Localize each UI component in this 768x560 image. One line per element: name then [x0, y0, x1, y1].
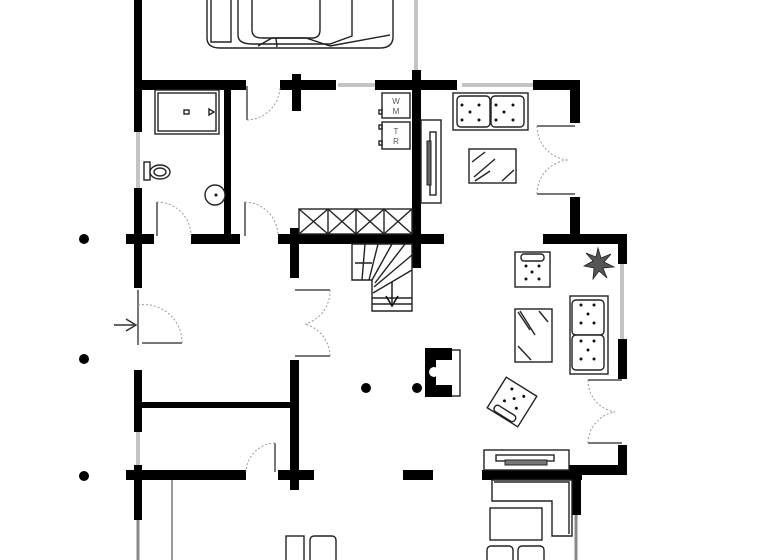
doors[interactable]	[137, 86, 622, 473]
coffee-table-side	[514, 308, 553, 363]
chair	[309, 535, 337, 560]
svg-text:W: W	[392, 97, 400, 106]
table	[489, 507, 543, 541]
columns	[79, 234, 422, 481]
built-in-cabinets	[298, 208, 413, 235]
armchair-rotated	[486, 376, 538, 428]
sofa-top	[452, 92, 529, 131]
toilet	[143, 161, 171, 181]
washing-machine-icon: W M	[378, 92, 411, 119]
coffee-table-glass	[468, 148, 517, 184]
chair	[285, 535, 305, 560]
svg-text:M: M	[393, 107, 400, 116]
living-room	[425, 92, 616, 428]
staircase	[351, 243, 413, 312]
plant-icon	[582, 246, 616, 281]
utility-room: W M T R	[298, 92, 413, 235]
dining-kitchen	[285, 449, 573, 560]
sofa-right	[569, 295, 609, 375]
windows	[136, 0, 624, 560]
chair	[486, 545, 514, 560]
shower	[154, 89, 220, 135]
walls	[126, 0, 627, 520]
armchair	[514, 251, 551, 288]
svg-text:R: R	[393, 137, 399, 146]
car-icon	[206, 0, 394, 49]
sink	[204, 184, 226, 206]
fireplace-icon	[425, 348, 461, 397]
tumble-dryer-icon: T R	[378, 121, 411, 150]
tv-unit	[420, 119, 442, 204]
sideboard	[483, 449, 570, 471]
svg-text:T: T	[394, 127, 399, 136]
stair-direction-arrow-icon	[385, 295, 399, 308]
entrance-arrow-icon	[114, 318, 138, 332]
chair	[517, 545, 545, 560]
l-counter	[491, 479, 573, 537]
bathroom	[143, 89, 226, 206]
